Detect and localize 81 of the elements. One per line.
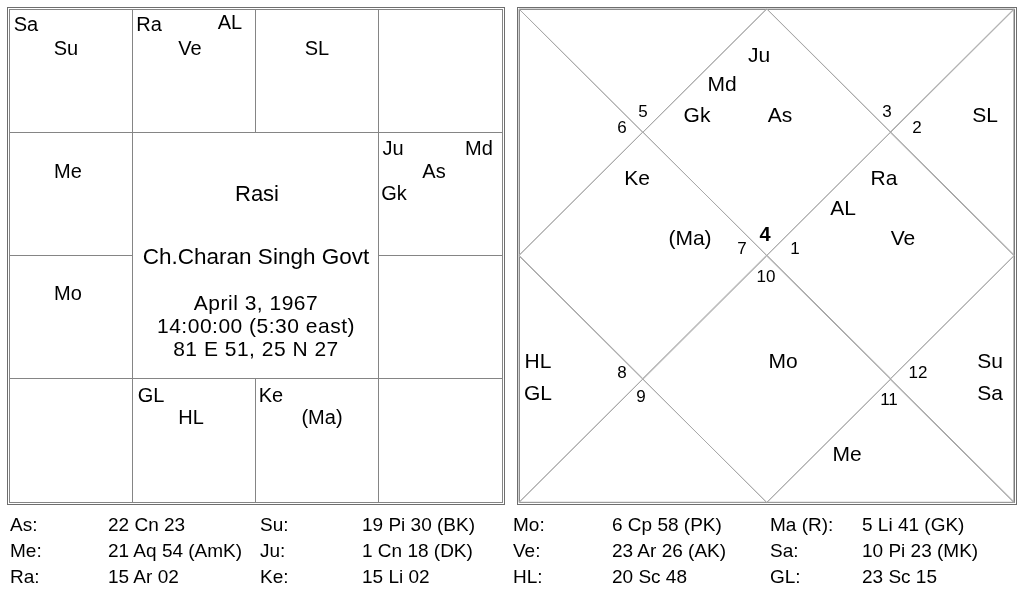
planet-label: As: [422, 160, 446, 182]
planet-label: Ra: [136, 13, 162, 35]
sign-number: 10: [756, 267, 776, 287]
planet-label: Su: [977, 349, 1003, 373]
planet-label: Mo: [54, 282, 82, 304]
position-value: 22 Cn 23: [108, 514, 186, 536]
position-key: As:: [10, 514, 38, 536]
planet-label: Ju: [747, 43, 771, 67]
position-key: Ju:: [260, 540, 286, 562]
position-key: Ke:: [260, 566, 289, 588]
planet-label: Sa: [977, 381, 1003, 405]
position-value: 10 Pi 23 (MK): [862, 540, 979, 562]
planet-label: Md: [707, 72, 737, 96]
empty-chart-cell: [9, 378, 133, 503]
position-key: Su:: [260, 514, 289, 536]
sign-number: 3: [882, 102, 892, 122]
position-value: 20 Sc 48: [612, 566, 687, 588]
position-key: HL:: [513, 566, 543, 588]
sign-number: 6: [617, 118, 627, 138]
sign-number: 9: [636, 387, 646, 407]
chart-title: Rasi: [235, 181, 279, 207]
house-triangle: [519, 9, 767, 133]
planet-label: Ve: [178, 37, 202, 59]
planet-label: Su: [53, 37, 79, 59]
position-value: 5 Li 41 (GK): [862, 514, 965, 536]
sign-number: 11: [880, 390, 898, 410]
planet-label: AL: [217, 11, 243, 33]
sign-number: 2: [912, 118, 922, 138]
position-key: Me:: [10, 540, 42, 562]
position-value: 23 Sc 15: [862, 566, 937, 588]
position-key: Sa:: [770, 540, 799, 562]
planet-label: Sa: [13, 13, 39, 35]
planet-label: Gk: [683, 103, 711, 127]
sign-number: 12: [908, 363, 928, 383]
position-value: 15 Ar 02: [108, 566, 179, 588]
birth-time: 14:00:00 (5:30 east): [157, 314, 355, 338]
planet-label: SL: [304, 37, 330, 59]
position-key: Mo:: [513, 514, 545, 536]
empty-chart-cell: [378, 9, 503, 133]
planet-label: Md: [465, 137, 493, 159]
position-value: 6 Cp 58 (PK): [612, 514, 722, 536]
planet-label: Ra: [870, 166, 898, 190]
empty-chart-cell: [378, 378, 503, 503]
sign-number: 4: [759, 223, 771, 245]
planet-label: SL: [972, 103, 998, 127]
sign-number: 8: [617, 363, 627, 383]
planet-label: Mo: [768, 349, 798, 373]
planet-label: Ke: [624, 166, 650, 190]
position-key: GL:: [770, 566, 801, 588]
position-value: 1 Cn 18 (DK): [362, 540, 473, 562]
planet-label: As: [767, 103, 793, 127]
chart-cell: [9, 9, 133, 133]
position-key: Ra:: [10, 566, 40, 588]
house-triangle: [766, 378, 1014, 502]
planet-label: GL: [524, 381, 552, 405]
sign-number: 7: [737, 239, 747, 259]
planet-label: Gk: [381, 182, 407, 204]
position-value: 23 Ar 26 (AK): [612, 540, 727, 562]
position-key: Ve:: [513, 540, 541, 562]
planet-label: Ve: [890, 226, 916, 250]
planet-label: Me: [832, 442, 862, 466]
position-key: Ma (R):: [770, 514, 834, 536]
planet-label: Ju: [382, 137, 404, 159]
house-triangle: [519, 378, 767, 502]
planet-label: HL: [524, 349, 552, 373]
position-value: 21 Aq 54 (AmK): [108, 540, 243, 562]
house-triangle: [519, 255, 643, 502]
planet-label: (Ma): [668, 226, 712, 250]
chart-name: Ch.Charan Singh Govt: [142, 244, 370, 270]
sign-number: 5: [638, 102, 648, 122]
birth-coordinates: 81 E 51, 25 N 27: [173, 337, 339, 361]
planet-label: GL: [137, 384, 165, 406]
planet-label: AL: [830, 196, 856, 220]
sign-number: 1: [790, 239, 800, 259]
position-value: 15 Li 02: [362, 566, 430, 588]
planet-label: HL: [178, 406, 204, 428]
planet-label: Ke: [258, 384, 284, 406]
planet-label: (Ma): [301, 406, 343, 428]
birth-date: April 3, 1967: [193, 291, 319, 315]
planet-label: Me: [54, 160, 82, 182]
position-value: 19 Pi 30 (BK): [362, 514, 475, 536]
